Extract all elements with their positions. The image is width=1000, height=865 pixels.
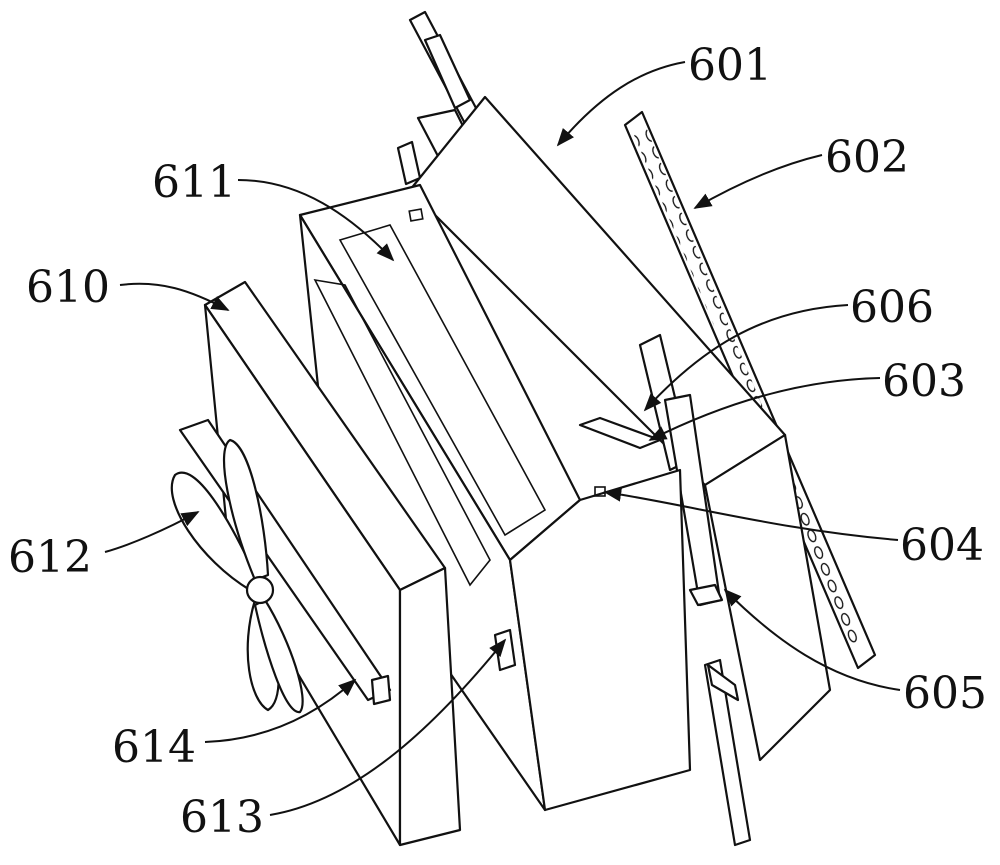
label-601: 601 (688, 40, 772, 91)
label-603: 603 (882, 356, 966, 407)
label-613: 613 (180, 792, 264, 843)
label-602: 602 (825, 132, 909, 183)
label-606: 606 (850, 282, 934, 333)
label-605: 605 (903, 668, 987, 719)
label-614: 614 (112, 722, 196, 773)
label-610: 610 (26, 262, 110, 313)
label-611: 611 (152, 157, 236, 208)
label-604: 604 (900, 520, 984, 571)
label-612: 612 (8, 532, 92, 583)
